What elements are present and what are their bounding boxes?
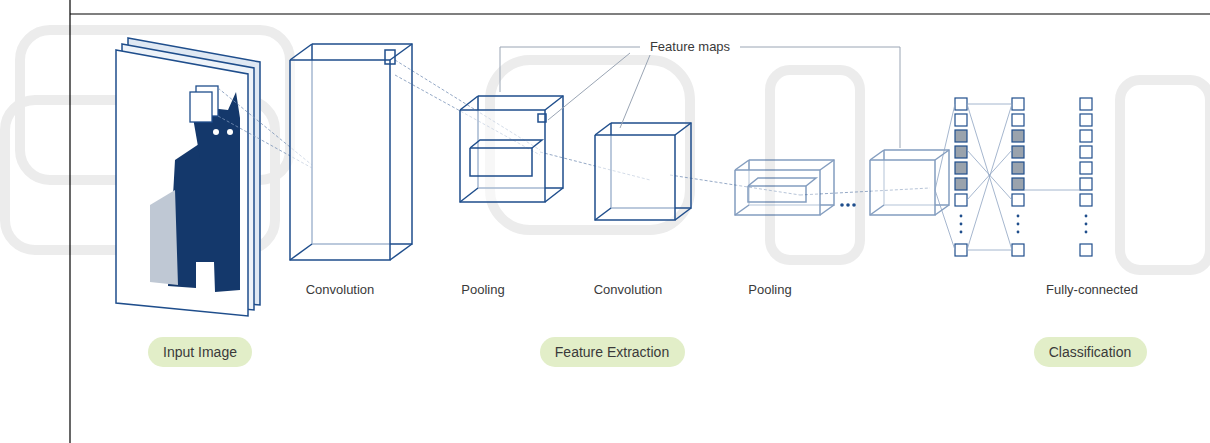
neuron <box>955 98 967 110</box>
block-edge <box>460 188 478 202</box>
cat-figure <box>150 92 240 292</box>
pool-window <box>748 186 806 202</box>
block-edge <box>595 123 611 135</box>
fc-connection <box>967 104 1012 250</box>
fully-connected-layers <box>935 98 1092 256</box>
layer-label: Pooling <box>745 282 794 298</box>
pool-window <box>470 148 532 176</box>
neuron <box>1012 114 1024 126</box>
neuron-column <box>955 98 967 256</box>
neuron <box>1080 146 1092 158</box>
filter-window <box>190 86 218 122</box>
neuron <box>1080 194 1092 206</box>
block-front <box>595 135 675 220</box>
neuron <box>955 114 967 126</box>
block-edge <box>390 244 412 260</box>
neuron <box>1012 244 1024 256</box>
feature-maps-leaders <box>500 47 900 148</box>
block-edge <box>820 205 834 215</box>
neuron <box>1012 178 1024 190</box>
stage-pill: Feature Extraction <box>540 337 685 367</box>
block-front <box>870 160 935 215</box>
neuron <box>1012 130 1024 142</box>
neuron <box>955 162 967 174</box>
pill-text: Input Image <box>163 343 237 361</box>
block-edge <box>675 123 691 135</box>
pill-text: Classification <box>1049 343 1131 361</box>
neuron <box>1080 114 1092 126</box>
neuron-dots <box>960 231 963 234</box>
block-edge <box>870 150 884 160</box>
pool-window <box>470 140 542 148</box>
fc-connection <box>967 150 1012 200</box>
layer-label: Convolution <box>303 282 378 298</box>
pill-text: Feature Extraction <box>555 343 669 361</box>
block-front <box>290 60 390 260</box>
block-edge <box>290 244 312 260</box>
fc-connection <box>935 104 955 190</box>
neuron-dots <box>1017 223 1020 226</box>
block-edge <box>820 160 834 170</box>
neuron <box>955 146 967 158</box>
fc-connection <box>967 150 1012 200</box>
block-edge <box>735 205 749 215</box>
neuron-column <box>1080 98 1092 256</box>
neuron-column <box>1012 98 1024 256</box>
kernel-square <box>538 114 546 122</box>
neuron <box>1080 130 1092 142</box>
pool-window <box>748 178 816 186</box>
feature-block <box>735 160 834 215</box>
stage-pill: Classification <box>1034 337 1147 367</box>
feature-map-blocks <box>290 44 949 260</box>
block-edge <box>545 188 563 202</box>
layer-label: Pooling <box>458 282 507 298</box>
neuron <box>1012 146 1024 158</box>
neuron-dots <box>1017 215 1020 218</box>
fc-connection <box>967 104 1012 250</box>
block-front <box>460 110 545 202</box>
feature-block <box>290 44 412 260</box>
neuron <box>1012 98 1024 110</box>
neuron-dots <box>960 223 963 226</box>
feature-block <box>595 123 691 220</box>
callout-label: Feature maps <box>647 39 733 55</box>
layer-label: Convolution <box>591 282 666 298</box>
block-edge <box>545 96 563 110</box>
fc-connection <box>935 190 955 250</box>
neuron-dots <box>1085 223 1088 226</box>
neuron-dots <box>1085 231 1088 234</box>
neuron <box>1012 194 1024 206</box>
neuron-dots <box>960 215 963 218</box>
block-front <box>735 170 820 215</box>
neuron <box>1080 98 1092 110</box>
neuron <box>1080 244 1092 256</box>
fc-connection <box>967 104 1012 105</box>
neuron <box>1080 162 1092 174</box>
feature-block <box>460 96 563 202</box>
neuron <box>955 244 967 256</box>
neuron <box>955 130 967 142</box>
block-edge <box>870 205 884 215</box>
block-edge <box>460 96 478 110</box>
block-edge <box>735 160 749 170</box>
block-edge <box>675 208 691 220</box>
block-edge <box>595 208 611 220</box>
ellipsis-dots <box>840 203 856 207</box>
fc-connection <box>967 250 1012 251</box>
neuron <box>1080 178 1092 190</box>
neuron <box>1012 162 1024 174</box>
stage-pill: Input Image <box>148 337 252 367</box>
neuron-dots <box>1085 215 1088 218</box>
input-image-sheets <box>116 38 260 316</box>
block-edge <box>390 44 412 60</box>
neuron-dots <box>1017 231 1020 234</box>
layer-label: Fully-connected <box>1043 282 1141 298</box>
neuron <box>955 178 967 190</box>
neuron <box>955 194 967 206</box>
fc-connection <box>1024 190 1080 191</box>
frame-lines <box>70 0 1210 443</box>
block-edge <box>290 44 312 60</box>
kernel-square <box>385 50 395 64</box>
